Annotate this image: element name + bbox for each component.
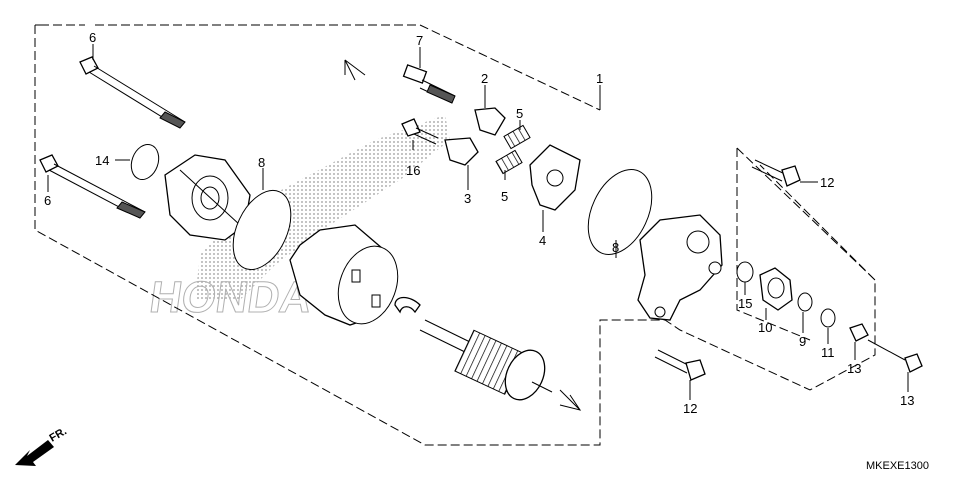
washer-9 bbox=[797, 292, 813, 312]
callout-8-right: 8 bbox=[612, 240, 619, 255]
callout-5-bottom: 5 bbox=[501, 189, 508, 204]
callout-16: 16 bbox=[406, 163, 420, 178]
diagram-code: MKEXE1300 bbox=[866, 460, 929, 472]
bolt-12-lower bbox=[654, 349, 706, 381]
bolt-7 bbox=[402, 64, 456, 104]
callout-7: 7 bbox=[416, 33, 423, 48]
nut-13-outer bbox=[904, 353, 923, 373]
washer-15 bbox=[736, 261, 754, 283]
callout-5-top: 5 bbox=[516, 106, 523, 121]
washer-11 bbox=[820, 308, 836, 328]
callout-4: 4 bbox=[539, 233, 546, 248]
callout-13-inner: 13 bbox=[847, 361, 861, 376]
leader-lines bbox=[47, 44, 909, 400]
clip bbox=[394, 296, 421, 314]
watermark-text: HONDA bbox=[147, 273, 315, 322]
callout-14: 14 bbox=[95, 153, 109, 168]
armature bbox=[419, 319, 553, 401]
bolt-16 bbox=[401, 118, 439, 145]
o-ring-14 bbox=[130, 144, 160, 180]
o-ring-8-left bbox=[232, 189, 292, 271]
callout-6-bottom: 6 bbox=[44, 193, 51, 208]
callout-9: 9 bbox=[799, 334, 806, 349]
callout-6-top: 6 bbox=[89, 30, 96, 45]
callout-1: 1 bbox=[596, 71, 603, 86]
callout-13-outer: 13 bbox=[900, 393, 914, 408]
yoke-housing bbox=[289, 224, 399, 326]
brush-terminal-3 bbox=[444, 137, 479, 166]
assembly-outline bbox=[34, 24, 876, 446]
o-ring-8-right bbox=[587, 169, 653, 255]
callout-11: 11 bbox=[821, 345, 835, 360]
direction-label: FR. bbox=[48, 425, 69, 444]
callout-2: 2 bbox=[481, 71, 488, 86]
bolt-12-upper bbox=[751, 159, 801, 187]
through-bolt-upper bbox=[79, 56, 186, 129]
front-arrow-icon bbox=[15, 440, 54, 466]
rear-cover bbox=[164, 154, 251, 241]
callout-8-left: 8 bbox=[258, 155, 265, 170]
gear-10 bbox=[759, 267, 793, 311]
nut-13-inner bbox=[849, 323, 869, 342]
callout-3: 3 bbox=[464, 191, 471, 206]
spring-5-lower bbox=[495, 149, 523, 175]
front-direction-indicator: FR. bbox=[15, 425, 69, 466]
callout-12-top: 12 bbox=[820, 175, 834, 190]
callout-10: 10 bbox=[758, 320, 772, 335]
callout-12-bottom: 12 bbox=[683, 401, 697, 416]
callout-labels: 6 6 14 8 7 2 5 16 3 5 4 1 8 12 15 10 9 1… bbox=[44, 30, 914, 416]
through-bolt-lower bbox=[39, 154, 146, 219]
brush-holder-2 bbox=[474, 107, 506, 136]
front-cover bbox=[637, 214, 723, 321]
spring-5-upper bbox=[503, 124, 531, 150]
callout-15: 15 bbox=[738, 296, 752, 311]
